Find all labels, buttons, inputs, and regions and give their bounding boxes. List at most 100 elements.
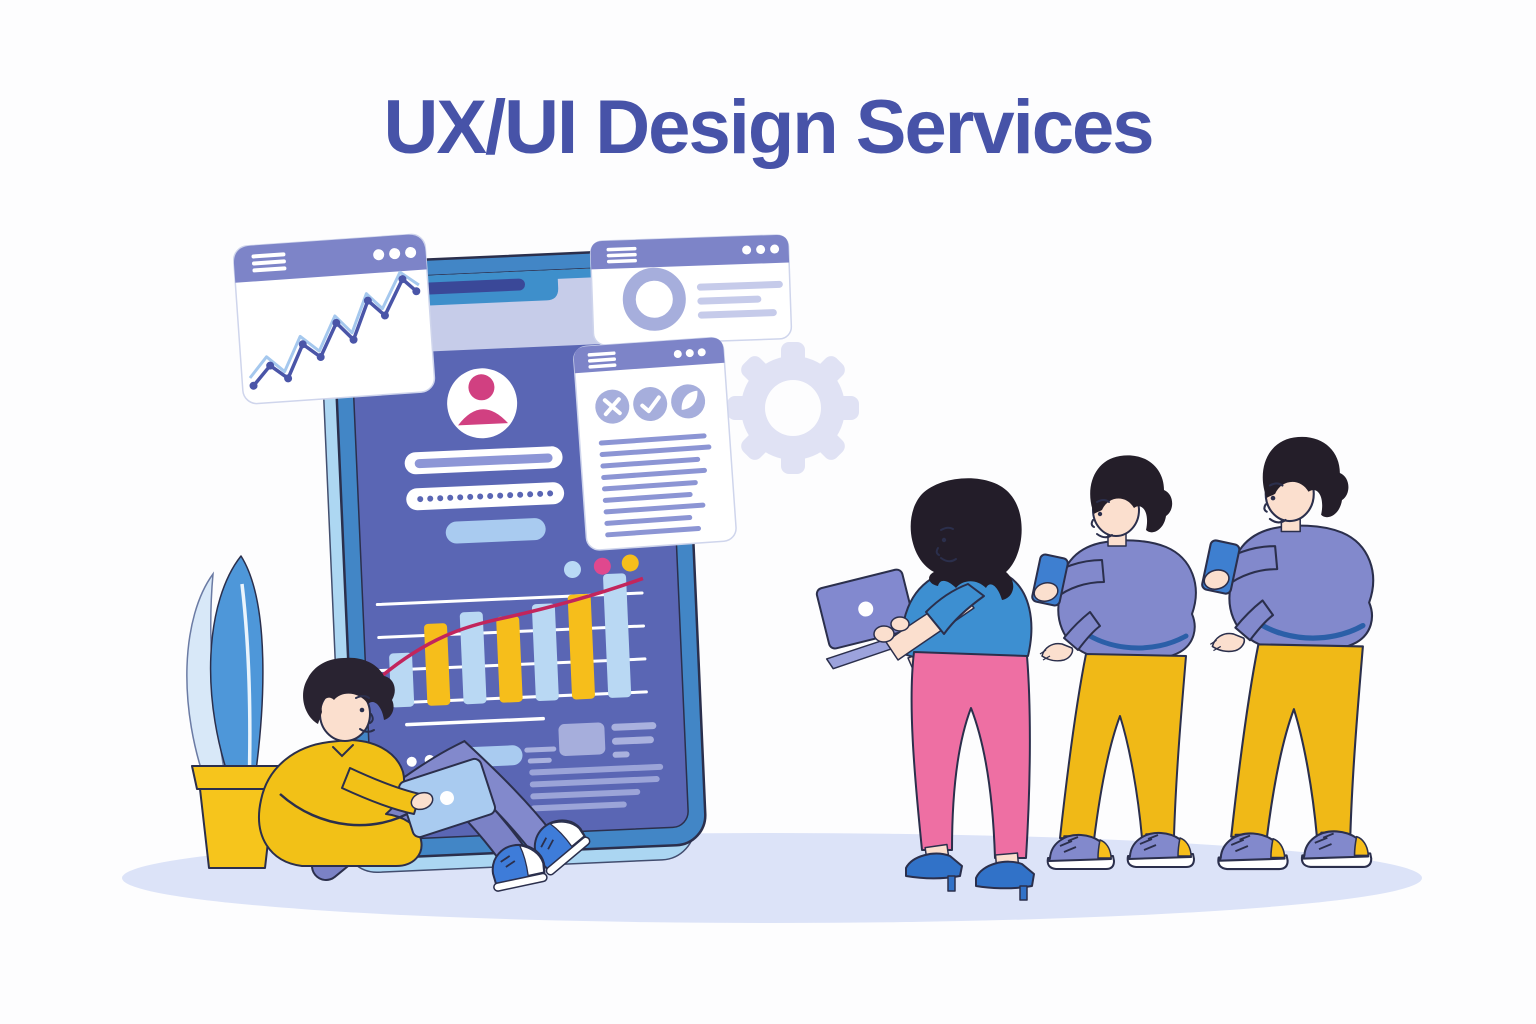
username-value-bar xyxy=(414,453,553,469)
text-line xyxy=(529,763,664,776)
text-line xyxy=(524,746,557,753)
line-point xyxy=(380,311,389,320)
woman-smile xyxy=(940,557,957,563)
laptop-logo xyxy=(440,791,454,805)
window-dots xyxy=(673,348,706,358)
line-point xyxy=(363,296,372,305)
leaf-icon xyxy=(681,390,698,410)
password-dot xyxy=(457,494,464,501)
status-dot-pink xyxy=(593,557,611,575)
status-dot-blue xyxy=(563,561,581,579)
seated-designer xyxy=(258,657,591,892)
text-line xyxy=(612,751,630,758)
woman-heel-2 xyxy=(975,860,1035,901)
password-field xyxy=(406,482,565,511)
settings-gear-icon xyxy=(727,342,859,474)
text-line xyxy=(697,295,762,305)
trend-line xyxy=(380,576,644,678)
line-point xyxy=(412,287,421,296)
text-line xyxy=(530,801,627,812)
password-dot xyxy=(547,490,554,497)
designer-arm xyxy=(341,767,421,815)
potted-plant xyxy=(186,555,283,869)
line-series-secondary xyxy=(248,270,420,379)
designer-mouth xyxy=(359,728,375,733)
password-dots xyxy=(417,490,554,503)
woman-sleeve xyxy=(925,583,985,635)
password-dot xyxy=(497,492,504,499)
password-dot xyxy=(537,490,544,497)
sweater-fold xyxy=(279,793,415,827)
chart-bar xyxy=(603,573,632,698)
designer-sneaker-1 xyxy=(533,819,591,876)
password-dot xyxy=(527,491,534,498)
line-series-points xyxy=(249,275,421,390)
line-point xyxy=(316,353,325,362)
gear-hole xyxy=(765,380,821,436)
line-point xyxy=(332,318,341,327)
pot-body xyxy=(199,788,275,869)
leaf-vein xyxy=(240,583,252,791)
designer-sneaker-2 xyxy=(491,843,548,892)
checklist-line xyxy=(601,467,707,480)
chart-bar xyxy=(567,593,595,700)
window-header xyxy=(234,234,427,283)
woman-with-laptop xyxy=(815,478,1035,901)
checklist-line xyxy=(603,502,706,515)
man-with-phone-2 xyxy=(1201,437,1373,869)
line-point xyxy=(398,275,407,284)
designer-hair xyxy=(303,657,395,724)
text-line xyxy=(612,736,654,745)
line-point xyxy=(349,335,358,344)
line-point xyxy=(284,374,293,383)
designer-brow xyxy=(355,695,370,699)
text-line xyxy=(697,309,777,319)
hamburger-menu-icon xyxy=(251,252,287,273)
woman-pants xyxy=(910,651,1031,859)
woman-hand-1 xyxy=(873,625,895,643)
laptop-logo xyxy=(858,601,874,617)
text-line xyxy=(529,776,660,788)
checklist-line xyxy=(599,444,712,458)
line-point xyxy=(249,381,258,390)
woman-hand-2 xyxy=(890,616,910,632)
checklist-line xyxy=(605,525,702,538)
designer-eye xyxy=(359,707,365,713)
bar-chart-widget xyxy=(375,573,648,708)
window-dots xyxy=(742,244,780,255)
password-dot xyxy=(477,493,484,500)
line-chart-window xyxy=(232,233,436,405)
designer-sweater xyxy=(258,739,423,867)
checklist-text-lines xyxy=(598,433,712,538)
password-dot xyxy=(437,495,444,502)
designer-hand xyxy=(410,791,434,811)
separator-line xyxy=(405,716,545,727)
hamburger-menu-icon xyxy=(606,246,637,264)
text-line xyxy=(696,280,783,291)
chart-bar xyxy=(496,616,523,703)
text-line xyxy=(527,757,552,764)
checklist-line xyxy=(600,456,701,469)
password-dot xyxy=(507,492,514,499)
woman-eye xyxy=(941,537,947,543)
password-dot xyxy=(427,495,434,502)
designer-nose xyxy=(369,713,374,724)
checklist-line xyxy=(598,433,707,446)
page-title: UX/UI Design Services xyxy=(383,85,1154,170)
password-dot xyxy=(447,494,454,501)
checklist-line xyxy=(602,491,693,503)
chart-bar xyxy=(531,603,559,702)
text-line xyxy=(530,788,641,800)
thumbnail-tile xyxy=(558,722,606,756)
password-dot xyxy=(467,493,474,500)
avatar-body xyxy=(458,409,509,426)
line-point xyxy=(266,361,275,370)
dot xyxy=(406,756,417,767)
password-dot xyxy=(417,496,424,503)
man-with-phone-1 xyxy=(1031,455,1195,869)
status-dot-yellow xyxy=(621,554,639,572)
login-button xyxy=(445,518,546,544)
window-header xyxy=(590,234,790,270)
